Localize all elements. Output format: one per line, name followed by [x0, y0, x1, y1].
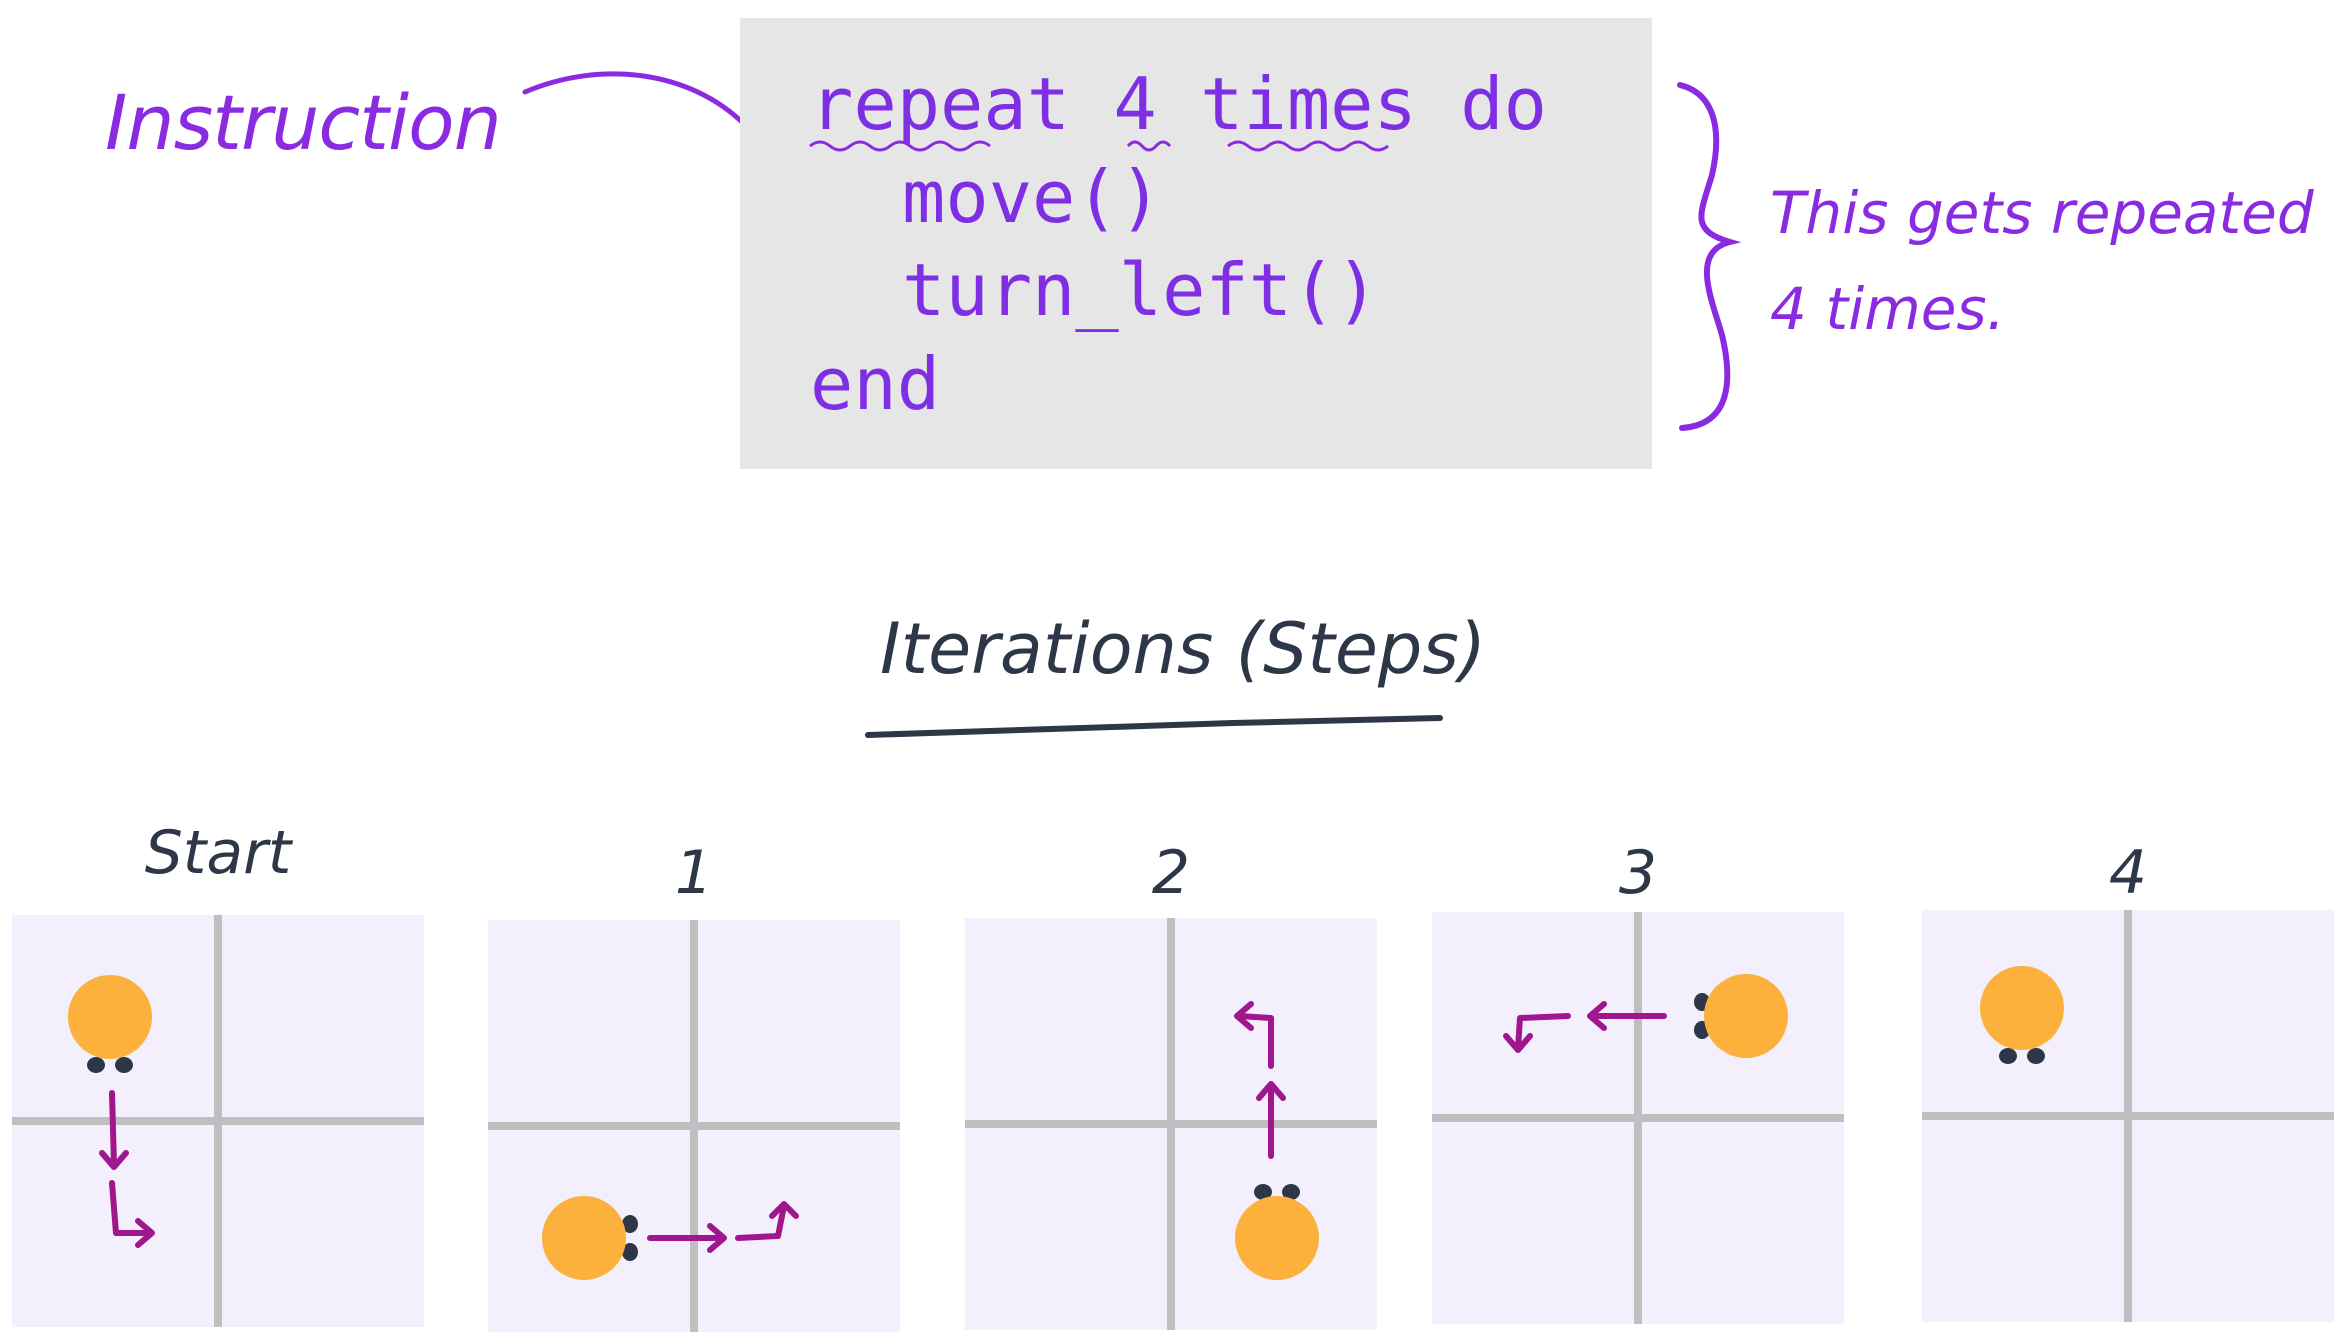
robot-body: [1980, 966, 2064, 1050]
annotation-line-1: This gets repeated: [1770, 179, 2314, 247]
path-arrow: [1234, 1001, 1286, 1159]
robot-body: [68, 975, 152, 1059]
code-line-turn-left: turn_left(): [902, 248, 1379, 332]
step-label-1: 1: [674, 838, 714, 908]
path-arrow: [647, 1201, 799, 1253]
step-panel-1: [488, 920, 900, 1332]
step-panel-3: [1432, 912, 1844, 1324]
robot: [1235, 1184, 1319, 1280]
robot: [542, 1196, 638, 1280]
robot-wheel: [87, 1057, 105, 1073]
code-line-move: move(): [902, 155, 1163, 239]
step-label-2: 2: [1151, 838, 1191, 908]
path-arrow: [1503, 1001, 1667, 1053]
curly-brace: [1677, 82, 1742, 431]
annotation-line-2: 4 times.: [1770, 275, 2006, 343]
step-label-4: 4: [2108, 838, 2148, 908]
robot-body: [542, 1196, 626, 1280]
keyword-squiggles: [809, 140, 1389, 152]
code-line-end: end: [810, 342, 941, 426]
instruction-label: Instruction: [105, 78, 502, 167]
robot-wheel: [1254, 1184, 1272, 1200]
code-line-repeat: repeat 4 times do: [810, 62, 1547, 146]
robot: [1980, 966, 2064, 1064]
robot-wheel: [622, 1215, 638, 1233]
repeat-annotation: This gets repeated 4 times.: [1770, 165, 2314, 357]
step-label-3: 3: [1618, 838, 1658, 908]
path-arrow: [99, 1090, 155, 1248]
squiggle-repeat: [809, 140, 991, 152]
robot: [1694, 974, 1788, 1058]
step-label-start: Start: [144, 818, 292, 888]
robot-wheel: [622, 1243, 638, 1261]
iterations-title: Iterations (Steps): [880, 608, 1487, 690]
step-panel-4: [1922, 910, 2334, 1322]
step-panel-2: [965, 918, 1377, 1330]
squiggle-times: [1227, 140, 1389, 152]
robot-body: [1704, 974, 1788, 1058]
robot-body: [1235, 1196, 1319, 1280]
squiggle-4: [1126, 140, 1172, 152]
robot: [68, 975, 152, 1073]
robot-wheel: [2027, 1048, 2045, 1064]
iterations-underline: [865, 715, 1443, 738]
robot-wheel: [1282, 1184, 1300, 1200]
step-panel-start: [12, 915, 424, 1327]
robot-wheel: [1999, 1048, 2017, 1064]
code-block: repeat 4 times do move() turn_left() end: [740, 18, 1652, 469]
robot-wheel: [115, 1057, 133, 1073]
